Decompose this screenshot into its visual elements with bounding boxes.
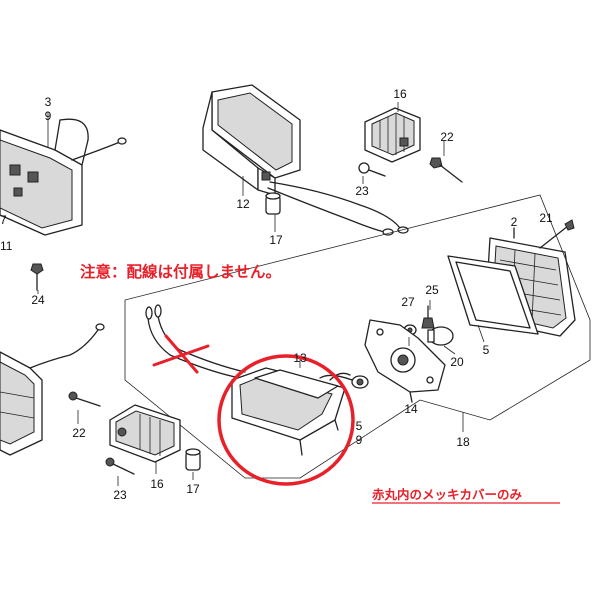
label-17-top: 17 [269, 233, 283, 247]
label-7: 7 [0, 213, 7, 227]
screw-24 [30, 263, 44, 291]
label-17-lower: 17 [186, 482, 200, 496]
label-25: 25 [425, 283, 439, 297]
label-2: 2 [511, 215, 518, 229]
lamp-unit-16-top [364, 102, 421, 163]
label-22-top: 22 [440, 130, 454, 144]
left-headlight-assembly [0, 112, 127, 236]
assembly-outline-18 [124, 194, 591, 479]
label-23-top: 23 [355, 184, 369, 198]
chrome-cover [231, 356, 351, 456]
part-number-labels: 3 9 7 11 24 16 22 23 12 17 2 21 27 25 20… [0, 87, 553, 502]
cap-17-top [265, 192, 281, 215]
screw-22-top [429, 140, 463, 183]
center-lamp-housing [202, 84, 409, 236]
label-11: 11 [0, 239, 13, 253]
leader-lines [37, 176, 485, 355]
label-16-top: 16 [393, 87, 407, 101]
seal-frame-5 [447, 255, 539, 335]
cap-17-lower [185, 448, 201, 480]
label-5-right: 5 [483, 343, 490, 357]
label-14: 14 [404, 402, 418, 416]
wire-harness [145, 304, 246, 379]
label-16-lower: 16 [150, 477, 164, 491]
red-circle-highlight [217, 354, 355, 486]
screw-23-lower [105, 457, 135, 486]
label-5-mid: 5 [356, 419, 363, 433]
socket-connector [319, 374, 369, 389]
label-12: 12 [236, 197, 250, 211]
label-23-lower: 23 [113, 488, 127, 502]
label-13: 13 [293, 351, 307, 365]
label-20: 20 [450, 355, 464, 369]
screw-21 [539, 219, 575, 249]
note-wiring-not-included: 注意：配線は付属しません。 [80, 262, 281, 281]
label-24: 24 [31, 293, 45, 307]
washer-23-top [358, 162, 386, 177]
red-cross-mark [152, 334, 210, 374]
lamp-unit-16-lower [109, 404, 181, 474]
screw-22-lower [68, 391, 101, 424]
label-9-mid: 9 [356, 433, 363, 447]
left-lower-headlight [0, 323, 105, 456]
socket-plate-14 [364, 319, 446, 403]
label-3: 3 [45, 95, 52, 109]
label-18: 18 [456, 435, 470, 449]
note-chrome-cover-only: 赤丸内のメッキカバーのみ [372, 487, 523, 502]
label-9-left: 9 [45, 109, 52, 123]
label-21: 21 [539, 211, 553, 225]
label-27: 27 [401, 295, 415, 309]
label-22-lower: 22 [72, 426, 86, 440]
